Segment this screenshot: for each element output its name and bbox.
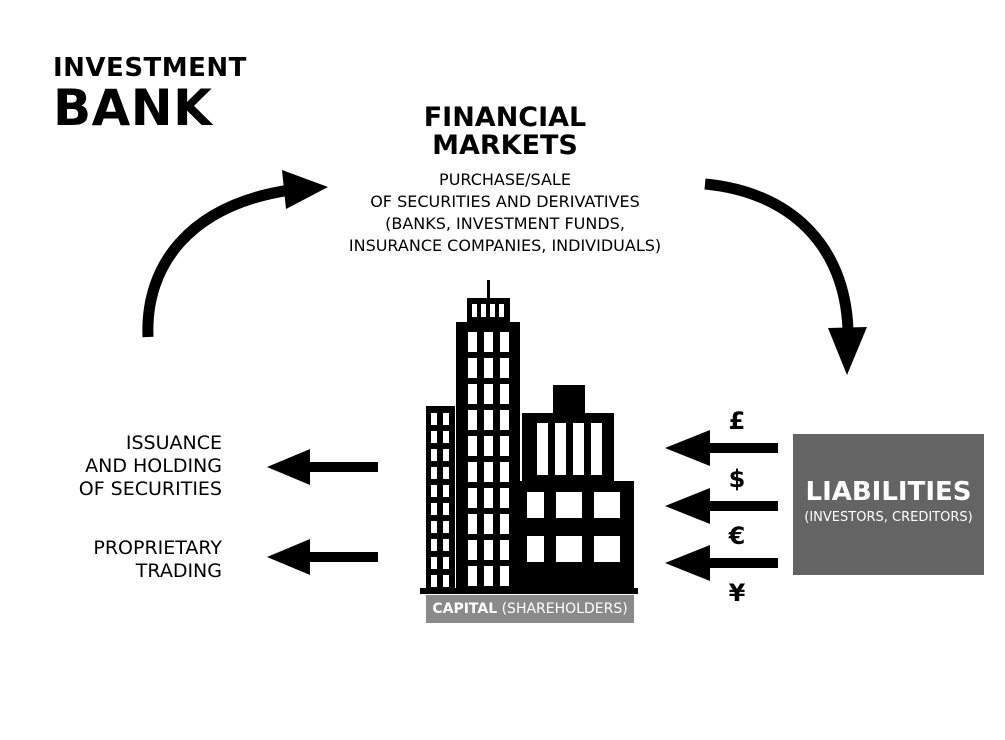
liabilities-subtitle: (INVESTORS, CREDITORS) <box>804 510 973 525</box>
issuance-label: ISSUANCE AND HOLDING OF SECURITIES <box>79 432 222 501</box>
title-line-2: BANK <box>53 79 213 137</box>
arrow-left-issuance-icon <box>267 449 378 485</box>
title-line-1: INVESTMENT <box>53 53 247 83</box>
issuance-line: ISSUANCE <box>125 432 222 454</box>
arrow-left-pound-icon <box>665 430 778 466</box>
arrow-left-euro-icon <box>665 545 778 581</box>
liabilities-box: LIABILITIES (INVESTORS, CREDITORS) <box>793 434 984 575</box>
financial-markets-title-line-2: MARKETS <box>432 130 578 161</box>
building-icon <box>420 280 638 594</box>
capital-box: CAPITAL (SHAREHOLDERS) <box>426 595 634 623</box>
capital-title: CAPITAL <box>432 601 498 617</box>
trading-line: PROPRIETARY <box>93 537 222 559</box>
financial-markets-description: PURCHASE/SALE OF SECURITIES AND DERIVATI… <box>330 169 680 257</box>
fm-desc-line: PURCHASE/SALE <box>439 170 571 189</box>
euro-icon: € <box>728 522 746 550</box>
capital-subtitle: (SHAREHOLDERS) <box>501 601 628 617</box>
liabilities-title: LIABILITIES <box>805 477 972 507</box>
arrow-left-trading-icon <box>267 539 378 575</box>
yen-icon: ¥ <box>728 579 746 607</box>
fm-desc-line: (BANKS, INVESTMENT FUNDS, <box>385 214 625 233</box>
fm-desc-line: INSURANCE COMPANIES, INDIVIDUALS) <box>348 236 662 255</box>
arrow-left-dollar-icon <box>665 488 778 524</box>
proprietary-trading-label: PROPRIETARY TRADING <box>93 537 222 583</box>
financial-markets-title-line-1: FINANCIAL <box>423 102 587 133</box>
issuance-line: AND HOLDING <box>85 455 222 477</box>
dollar-icon: $ <box>728 465 746 493</box>
financial-markets-title: FINANCIAL MARKETS <box>380 104 630 160</box>
curved-arrow-up-icon <box>142 170 328 338</box>
pound-icon: £ <box>728 407 746 435</box>
curved-arrow-down-icon <box>704 178 867 375</box>
fm-desc-line: OF SECURITIES AND DERIVATIVES <box>370 192 640 211</box>
issuance-line: OF SECURITIES <box>78 478 222 500</box>
trading-line: TRADING <box>135 560 222 582</box>
